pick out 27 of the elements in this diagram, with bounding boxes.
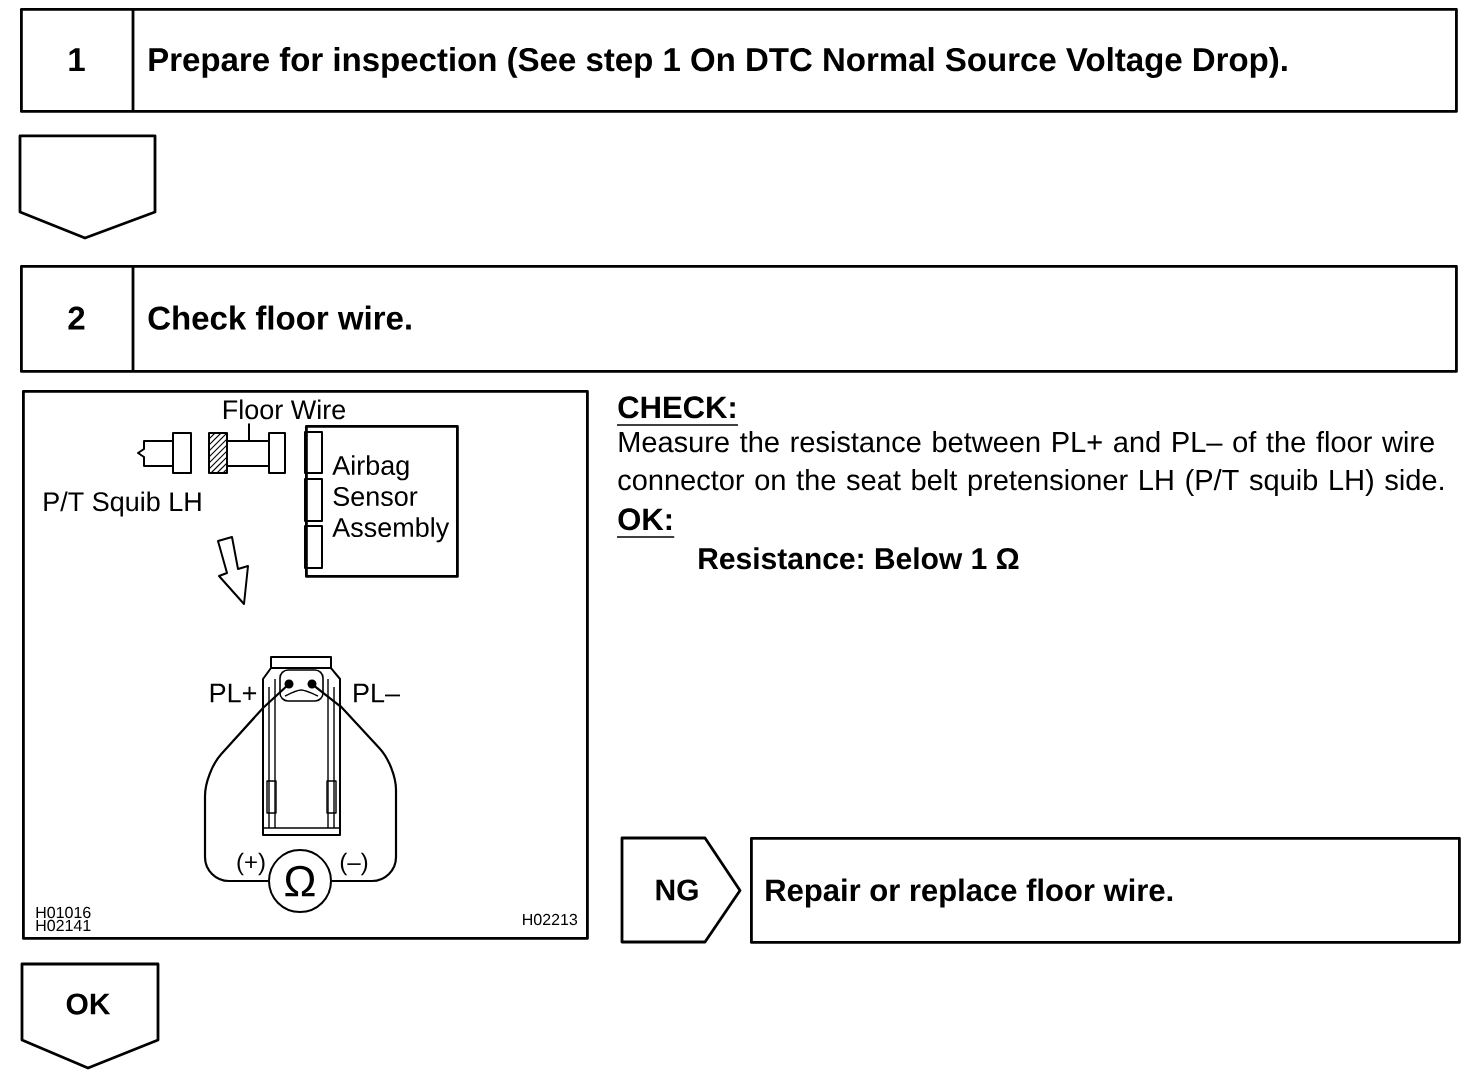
connector-drawing — [208, 432, 286, 474]
chevron-arrow — [18, 134, 157, 240]
terminal-label: PL+ — [210, 683, 257, 703]
step-title: Check floor wire. — [148, 305, 411, 330]
section-heading: CHECK: — [616, 396, 739, 426]
result-chevron: OK — [20, 962, 160, 1070]
leader-line — [248, 422, 250, 442]
figure-code: H02141 — [36, 919, 91, 932]
part-label: Floor Wire — [223, 399, 346, 420]
step-box — [20, 8, 1458, 113]
terminal-label: PL– — [354, 683, 400, 703]
polarity-label: (+) — [237, 852, 265, 876]
step-number: 2 — [68, 306, 85, 330]
illustration-panel — [22, 390, 589, 940]
step-box — [20, 265, 1458, 373]
action-box: Repair or replace floor wire. — [750, 837, 1461, 944]
wire — [332, 705, 398, 883]
step-title: Prepare for inspection (See step 1 On DTC Normal Source Voltage Drop). — [149, 47, 1287, 78]
polarity-label: (–) — [340, 852, 368, 876]
spec-text: Resistance: Below 1 Ω — [699, 547, 1019, 570]
connector-drawing — [262, 656, 341, 836]
sensor-box: Airbag Sensor Assembly — [304, 425, 459, 578]
step-number: 1 — [69, 48, 85, 71]
section-heading: OK: — [616, 508, 676, 538]
result-chevron: NG — [620, 836, 742, 944]
instruction-text: Measure the resistance between PL+ and PL– of the floor wire connector on the seat belt pretensioner LH (P/T squib LH) side. — [618, 431, 1443, 497]
wire — [203, 707, 268, 883]
